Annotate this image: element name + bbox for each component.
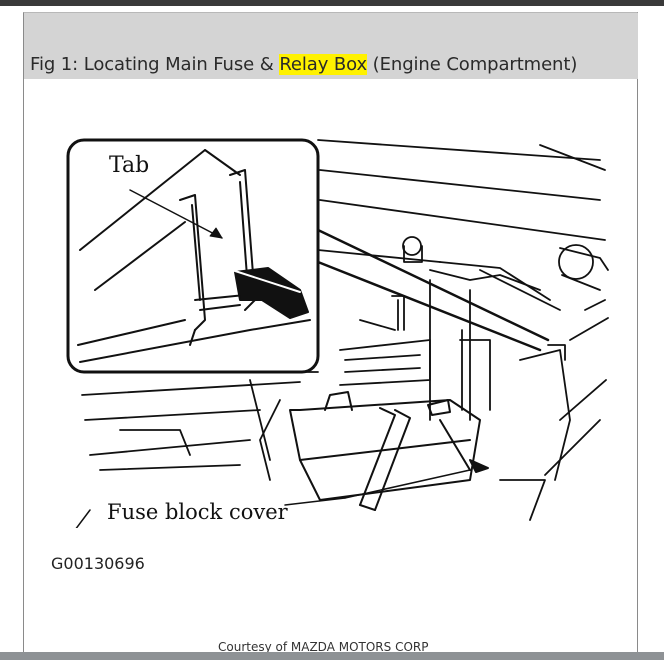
window-bottom-edge — [0, 652, 664, 660]
figure-caption: Fig 1: Locating Main Fuse & Relay Box (E… — [30, 54, 577, 75]
caption-highlight: Relay Box — [279, 54, 368, 75]
window-top-edge — [0, 0, 664, 6]
engine-bay-lines — [79, 139, 609, 521]
inset-detail — [66, 138, 320, 374]
fuse-block-cover-label: Fuse block cover — [107, 500, 288, 524]
courtesy-credit: Courtesy of MAZDA MOTORS CORP — [218, 640, 429, 654]
battery — [289, 391, 489, 511]
figure-id: G00130696 — [51, 554, 145, 573]
engine-compartment-diagram — [66, 138, 609, 528]
caption-suffix: (Engine Compartment) — [367, 54, 578, 75]
caption-prefix: Fig 1: Locating Main Fuse & — [30, 54, 280, 75]
tab-label: Tab — [109, 153, 150, 178]
